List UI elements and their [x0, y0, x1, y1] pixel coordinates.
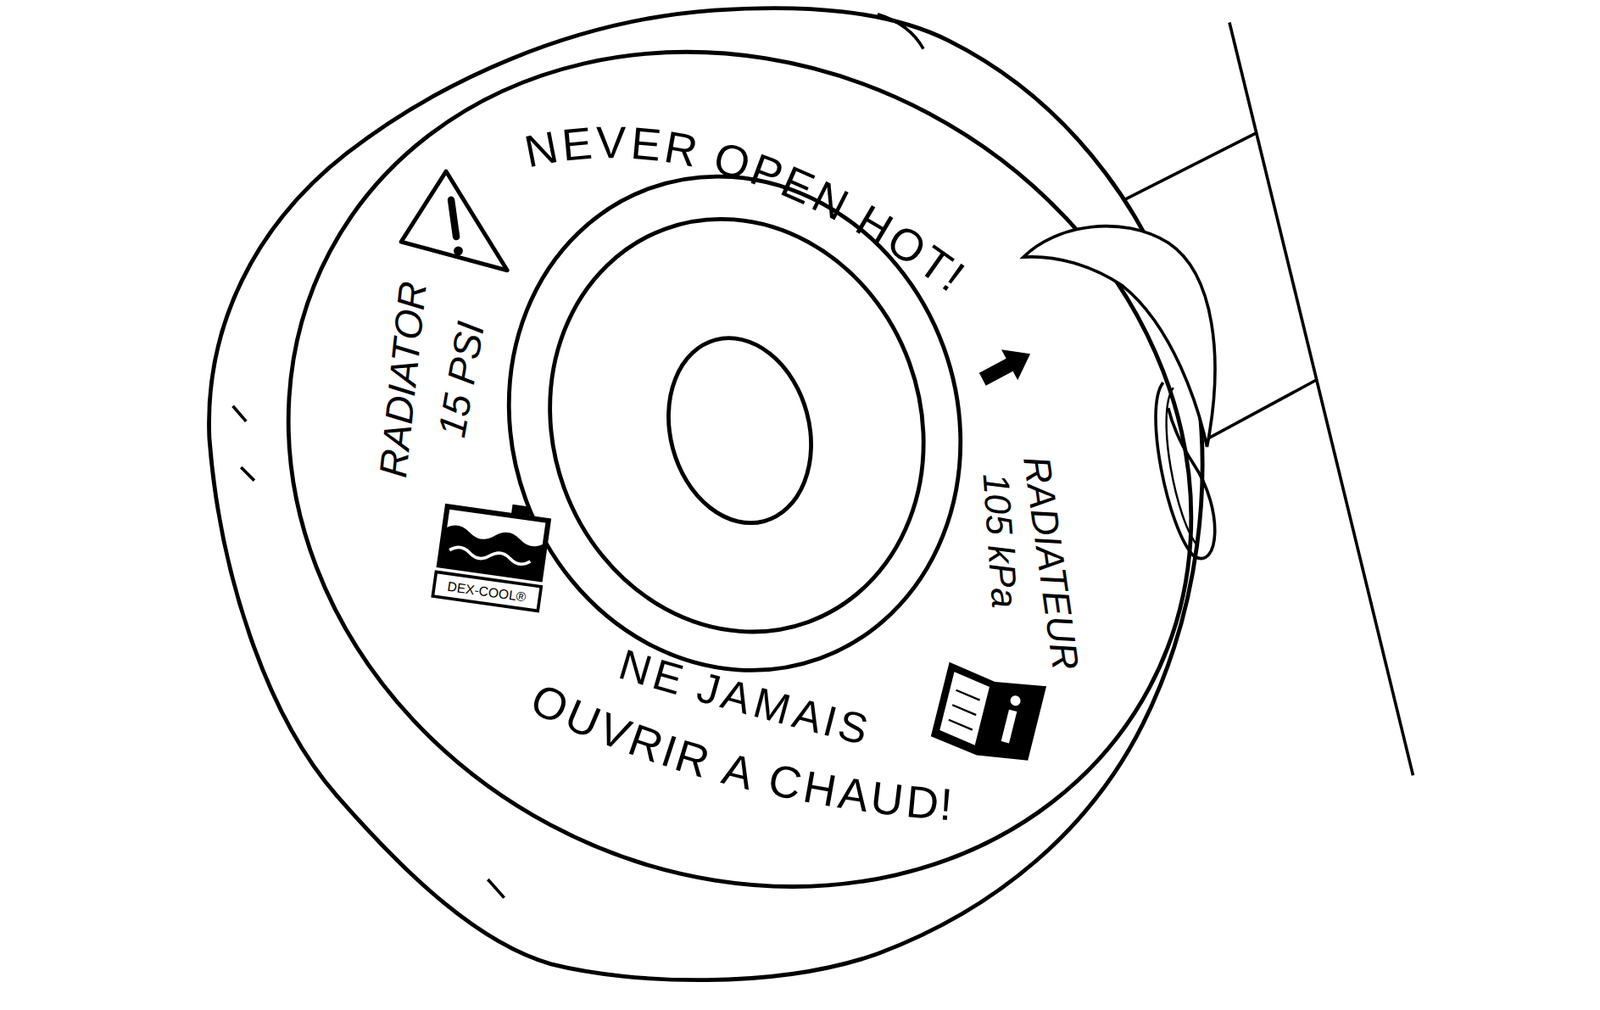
label-glyph: V	[596, 119, 626, 165]
label-glyph: A	[717, 672, 757, 722]
book-line	[947, 719, 974, 731]
book-line	[954, 690, 981, 701]
grip-tick	[487, 879, 504, 898]
tether-loop	[1166, 387, 1199, 546]
label-glyph: !	[938, 780, 955, 827]
part-label: RADIATEUR	[1017, 453, 1085, 673]
label-glyph: E	[648, 652, 688, 703]
label-glyph: C	[764, 756, 806, 808]
warning-symbol	[451, 200, 457, 237]
label-glyph: E	[559, 120, 594, 168]
warning-symbol	[453, 246, 463, 257]
pressure-rating: 15 PSI	[432, 318, 491, 441]
book-cover	[929, 662, 1047, 768]
label-glyph: E	[628, 120, 663, 168]
coolant-label-box	[432, 571, 541, 611]
label-glyph: A	[718, 745, 759, 797]
coolant-wave	[448, 546, 531, 566]
coolant-tank	[439, 506, 549, 580]
pressure-rating: 105 kPa	[976, 472, 1023, 610]
book-page	[938, 671, 992, 746]
wall-line	[1229, 22, 1414, 775]
face-ring	[440, 112, 1030, 735]
warning-symbol	[401, 171, 508, 271]
label-glyph: R	[661, 123, 702, 174]
label-glyph: M	[749, 681, 796, 733]
label-glyph: A	[835, 769, 872, 819]
warning-text: OUVRIR A CHAUD!	[515, 665, 918, 711]
center-ring	[648, 322, 831, 540]
label-glyph: H	[799, 763, 840, 814]
coolant-symbol	[432, 495, 552, 612]
tether-loop	[1155, 382, 1216, 558]
coolant-level	[439, 523, 547, 580]
warning-text: NE JAMAIS	[600, 636, 827, 681]
label-glyph: D	[903, 778, 941, 826]
shaft-line	[1204, 379, 1318, 441]
grip-tick	[240, 467, 255, 481]
turn-arrow	[974, 338, 1039, 395]
label-glyph: U	[868, 774, 906, 823]
label-glyph: S	[833, 703, 872, 753]
coolant-label: DEX-COOL®	[446, 579, 528, 604]
cap-face	[140, 0, 1339, 1010]
info-mark	[1009, 694, 1022, 708]
warning-text: NEVER OPEN HOT!	[515, 133, 931, 179]
manual-symbol	[929, 662, 1047, 768]
coolant-tank-cap	[511, 504, 531, 519]
grip-tick	[233, 406, 247, 422]
book-line	[951, 704, 977, 715]
grip-lobe	[877, 14, 924, 50]
filler-neck-collar	[1023, 226, 1216, 447]
face-ring	[492, 166, 982, 686]
label-glyph: N	[521, 123, 563, 174]
part-label: RADIATOR	[373, 279, 433, 480]
info-mark	[1001, 709, 1018, 744]
